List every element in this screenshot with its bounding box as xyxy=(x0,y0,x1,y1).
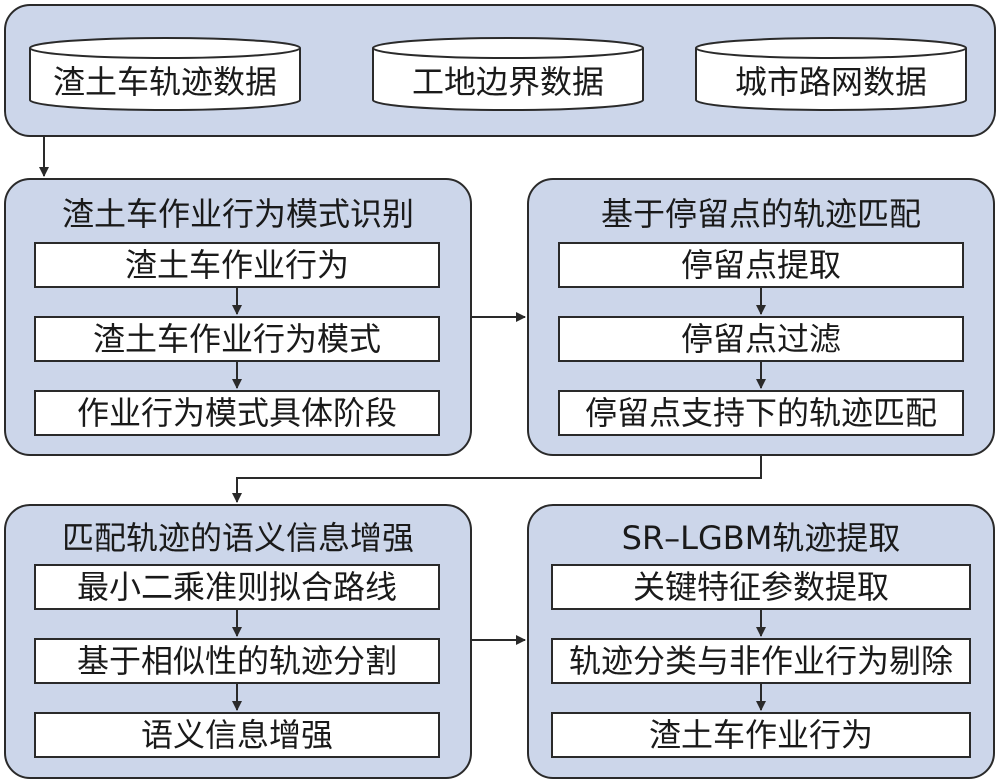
step-box: 基于相似性的轨迹分割 xyxy=(34,638,440,684)
step-box: 停留点支持下的轨迹匹配 xyxy=(558,390,964,436)
source-label-road-network: 城市路网数据 xyxy=(734,63,927,101)
step-box: 语义信息增强 xyxy=(34,712,440,758)
step-box: 渣土车作业行为 xyxy=(34,242,440,288)
database-cylinder-site-boundary xyxy=(372,37,644,111)
step-box: 作业行为模式具体阶段 xyxy=(34,390,440,436)
step-box: 停留点过滤 xyxy=(558,316,964,362)
step-box: 轨迹分类与非作业行为剔除 xyxy=(551,638,971,684)
source-label-trajectory: 渣土车轨迹数据 xyxy=(52,63,277,101)
module-title: 基于停留点的轨迹匹配 xyxy=(600,195,921,233)
source-label-site-boundary: 工地边界数据 xyxy=(411,63,604,101)
module-title: SR–LGBM轨迹提取 xyxy=(621,519,901,557)
step-box: 停留点提取 xyxy=(558,242,964,288)
step-box: 关键特征参数提取 xyxy=(551,564,971,610)
step-box: 渣土车作业行为模式 xyxy=(34,316,440,362)
step-box: 渣土车作业行为 xyxy=(551,712,971,758)
module-title: 渣土车作业行为模式识别 xyxy=(61,195,414,233)
database-cylinder-trajectory xyxy=(29,37,301,111)
module-title: 匹配轨迹的语义信息增强 xyxy=(61,519,414,557)
step-box: 最小二乘准则拟合路线 xyxy=(34,564,440,610)
arrow-module2-to-module3 xyxy=(232,456,762,503)
database-cylinder-road-network xyxy=(695,37,967,111)
